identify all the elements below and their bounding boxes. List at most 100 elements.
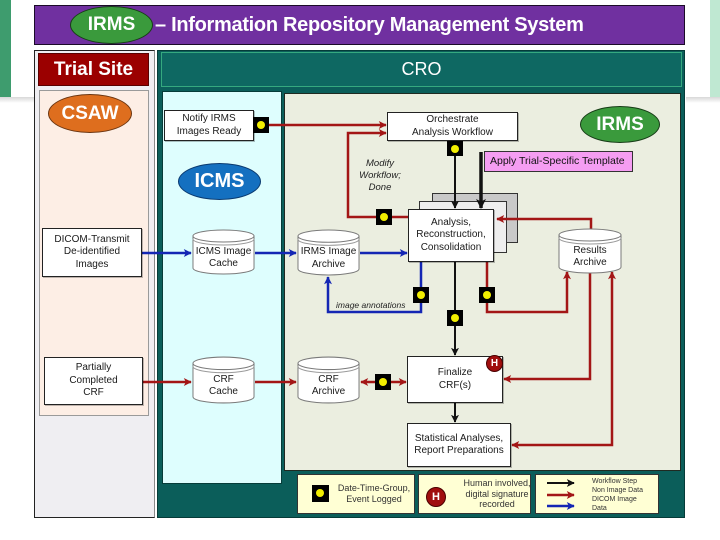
step-label-line: Partially: [75, 362, 112, 374]
database-cylinder-icon: [297, 356, 360, 404]
flow-modify-workflow-to-orchestrate: [346, 129, 387, 219]
database-cylinder-icon: [558, 228, 622, 274]
icms-label: ICMS: [194, 170, 245, 192]
store-label: IRMS Image Archive: [297, 243, 360, 274]
store-label-line: Archive: [311, 386, 346, 397]
step-label-line: Reconstruction,: [416, 229, 486, 241]
dtg-event-logged-icon: [447, 310, 463, 326]
statistical-analyses-step: Statistical Analyses, Report Preparation…: [407, 423, 511, 467]
step-label-line: CRF: [83, 387, 104, 399]
database-cylinder-icon: [297, 229, 360, 276]
note-line: Modify: [366, 158, 394, 169]
step-label-line: Orchestrate: [426, 114, 479, 125]
database-cylinder-icon: [192, 356, 255, 404]
yellow-dot-icon: [379, 378, 387, 386]
step-label-line: Notify IRMS: [182, 113, 236, 124]
slide-shadow-right: [686, 97, 720, 103]
dtg-event-logged-icon: [375, 374, 391, 390]
store-label-line: CRF: [213, 373, 234, 385]
crf-cache-store: CRF Cache: [192, 356, 255, 404]
step-label-line: Report Preparations: [414, 445, 504, 456]
dtg-event-logged-icon: [253, 117, 269, 133]
irms-image-archive-store: IRMS Image Archive: [297, 229, 360, 276]
icms-zone: [162, 91, 282, 484]
csaw-system-badge: CSAW: [48, 94, 132, 133]
legend-human-text: Human involved, digital signature record…: [458, 474, 536, 514]
step-label-line: De-identified: [63, 246, 121, 258]
step-label-line: Analysis Workflow: [412, 126, 493, 138]
dtg-event-logged-icon: [376, 209, 392, 225]
yellow-dot-icon: [380, 213, 388, 221]
human-signature-icon: H: [486, 355, 503, 372]
yellow-dot-icon: [316, 489, 324, 497]
notify-irms-images-ready-step: Notify IRMS Images Ready: [164, 110, 254, 141]
image-annotations-note: image annotations: [336, 300, 406, 310]
flow-results-archive-to-analysis: [496, 215, 593, 229]
step-label-line: Statistical Analyses,: [414, 432, 504, 444]
store-label-line: Cache: [209, 258, 238, 269]
flow-stats-results-archive-exchange: [511, 271, 616, 449]
yellow-dot-icon: [451, 314, 459, 322]
irms-label: IRMS: [596, 113, 644, 135]
yellow-dot-icon: [483, 291, 491, 299]
store-label-line: ICMS Image: [195, 245, 252, 257]
trial-site-header: Trial Site: [38, 53, 149, 86]
legend-dtg-text: Date-Time-Group, Event Logged: [334, 474, 414, 514]
orchestrate-analysis-workflow-step: Orchestrate Analysis Workflow: [387, 112, 518, 141]
step-label-line: Images: [75, 258, 109, 270]
dtg-event-logged-icon: [447, 141, 463, 156]
step-label-line: Analysis,: [430, 216, 471, 228]
store-label-line: IRMS Image: [300, 246, 357, 257]
legend-arrow-swatches: [547, 479, 575, 510]
store-label-line: Cache: [209, 386, 238, 397]
store-label: CRF Cache: [192, 370, 255, 402]
cro-header: CRO: [161, 52, 682, 87]
page-title: – Information Repository Management Syst…: [155, 14, 584, 36]
legend-line: recorded: [479, 499, 515, 510]
csaw-label: CSAW: [61, 102, 119, 124]
trial-site-title: Trial Site: [53, 58, 134, 80]
step-label-line: Consolidation: [420, 241, 482, 253]
dtg-event-logged-icon: [479, 287, 495, 303]
icms-image-cache-store: ICMS Image Cache: [192, 229, 255, 275]
store-label: CRF Archive: [297, 370, 360, 402]
crf-archive-store: CRF Archive: [297, 356, 360, 404]
apply-trial-specific-template-step: Apply Trial-Specific Template: [484, 151, 633, 172]
modify-workflow-note: Modify Workflow; Done: [354, 158, 406, 194]
note-line: Done: [368, 182, 392, 193]
partially-completed-crf-step: Partially Completed CRF: [44, 357, 143, 405]
store-label: ICMS Image Cache: [192, 243, 255, 273]
irms-system-badge: IRMS: [580, 106, 660, 143]
note-line: Workflow;: [359, 170, 401, 181]
human-signature-icon: H: [426, 487, 446, 507]
yellow-dot-icon: [451, 145, 459, 153]
legend-line: Date-Time-Group,: [337, 483, 411, 493]
legend-line: Event Logged: [346, 494, 402, 504]
step-label-line: Finalize: [437, 367, 473, 378]
irms-title-badge-label: IRMS: [87, 14, 136, 35]
yellow-dot-icon: [257, 121, 265, 129]
dtg-event-logged-icon: [413, 287, 429, 303]
flow-results-archive-to-finalize: [503, 268, 592, 383]
cro-title: CRO: [401, 59, 442, 79]
human-signature-label: H: [490, 358, 499, 369]
database-cylinder-icon: [192, 229, 255, 275]
legend-line: Human involved,: [463, 478, 531, 489]
legend-arrows-text: Workflow Step Non Image Data DICOM Image…: [592, 477, 643, 513]
store-label-line: Archive: [311, 258, 346, 270]
slide-edge-left: [0, 0, 11, 97]
legend-line: Non Image Data: [592, 487, 643, 494]
dicom-transmit-step: DICOM-Transmit De-identified Images: [42, 228, 142, 277]
store-label: Results Archive: [558, 242, 622, 272]
step-label-line: Completed: [69, 374, 118, 386]
dtg-event-logged-icon: [312, 485, 329, 502]
human-signature-label: H: [432, 491, 440, 503]
legend-line: digital signature: [465, 488, 529, 499]
store-label-line: Archive: [573, 257, 607, 268]
irms-title-badge: IRMS: [70, 6, 153, 44]
legend-line: Workflow Step: [592, 478, 637, 485]
legend-line: Data: [592, 505, 607, 512]
results-archive-store: Results Archive: [558, 228, 622, 274]
step-label-line: Images Ready: [176, 125, 242, 137]
